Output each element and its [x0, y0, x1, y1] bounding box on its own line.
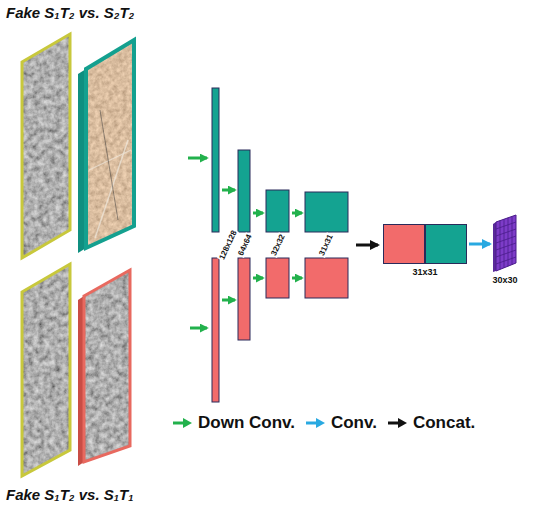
legend-text: Concat. — [413, 413, 475, 433]
cube-front — [496, 215, 516, 271]
image-base — [22, 34, 70, 258]
size-label: 64x64 — [236, 232, 254, 258]
node-text: 31x31 — [381, 267, 469, 278]
conv-arrow — [469, 243, 490, 246]
down-conv-arrow — [253, 212, 263, 215]
node-text: Fake S₁T₂ vs. S₂T₂ — [6, 4, 134, 22]
conv-sample — [305, 416, 327, 430]
grid-line — [496, 250, 516, 257]
feature-map — [305, 258, 348, 298]
size-label: 32x32 — [269, 232, 287, 258]
optical-image — [86, 40, 134, 248]
sar-image — [84, 270, 130, 462]
legend-item: Concat. — [387, 413, 475, 433]
size-label: 31x31 — [317, 232, 335, 258]
arrow-head — [398, 418, 407, 428]
branch-bottom — [212, 258, 348, 402]
size-label: 128x128 — [217, 228, 239, 262]
feature-map — [383, 224, 425, 264]
legend-item: Down Conv. — [172, 413, 295, 433]
grid-line — [496, 222, 516, 229]
image-base — [86, 40, 134, 248]
legend-text: Conv. — [331, 413, 377, 433]
output-map: 30x30 — [490, 214, 520, 286]
node-text: 30x30 — [490, 275, 520, 286]
sar-image — [22, 264, 70, 476]
image-border — [84, 270, 130, 462]
feature-map — [266, 258, 289, 298]
output-cube — [492, 214, 518, 272]
arrow-shaft — [306, 422, 317, 425]
road — [100, 110, 118, 220]
input-pair-title: Fake S₁T₂ vs. S₂T₂ — [6, 4, 134, 22]
image-border — [86, 40, 134, 248]
feature-map — [212, 258, 219, 402]
legend-item: Conv. — [305, 413, 377, 433]
arrow-head — [183, 418, 192, 428]
feature-map — [305, 192, 348, 232]
road — [89, 150, 131, 170]
down-conv-sample — [172, 416, 194, 430]
input-pair-title: Fake S₁T₂ vs. S₁T₁ — [6, 486, 133, 504]
node-text: Fake S₁T₂ vs. S₁T₁ — [6, 486, 133, 504]
feature-map — [238, 150, 250, 232]
down-conv-arrows — [188, 158, 302, 328]
grid-line — [496, 229, 516, 236]
feature-map — [266, 190, 289, 232]
image-border — [22, 34, 70, 258]
down-conv-arrow — [222, 299, 235, 302]
legend-text: Down Conv. — [198, 413, 295, 433]
grid-line — [496, 257, 516, 264]
feature-map — [212, 88, 219, 232]
grid-line — [496, 243, 516, 250]
down-conv-arrow — [253, 277, 263, 280]
arrow-shaft — [388, 422, 399, 425]
legend: Down Conv. Conv. Concat. — [172, 413, 485, 433]
image-base — [22, 264, 70, 476]
branch-top — [212, 88, 348, 232]
feature-map — [425, 224, 467, 264]
down-conv-arrow — [188, 157, 207, 160]
road — [95, 140, 128, 238]
sar-image — [22, 34, 70, 258]
concat-shape — [383, 224, 467, 264]
image-border — [22, 264, 70, 476]
output-shape — [492, 214, 518, 272]
down-conv-arrow — [222, 189, 235, 192]
down-conv-arrow — [292, 212, 302, 215]
grid-line — [496, 236, 516, 243]
input-images-bottom — [22, 264, 130, 476]
down-conv-arrow — [190, 327, 207, 330]
feature-map — [238, 258, 250, 340]
image-base — [84, 270, 130, 462]
arrow-shaft — [173, 422, 184, 425]
concat-block: 31x31 — [381, 224, 469, 278]
concat-sample — [387, 416, 409, 430]
arrow-head — [316, 418, 325, 428]
down-conv-arrow — [292, 277, 302, 280]
concat-arrow — [356, 244, 378, 247]
input-images-top — [22, 34, 134, 258]
